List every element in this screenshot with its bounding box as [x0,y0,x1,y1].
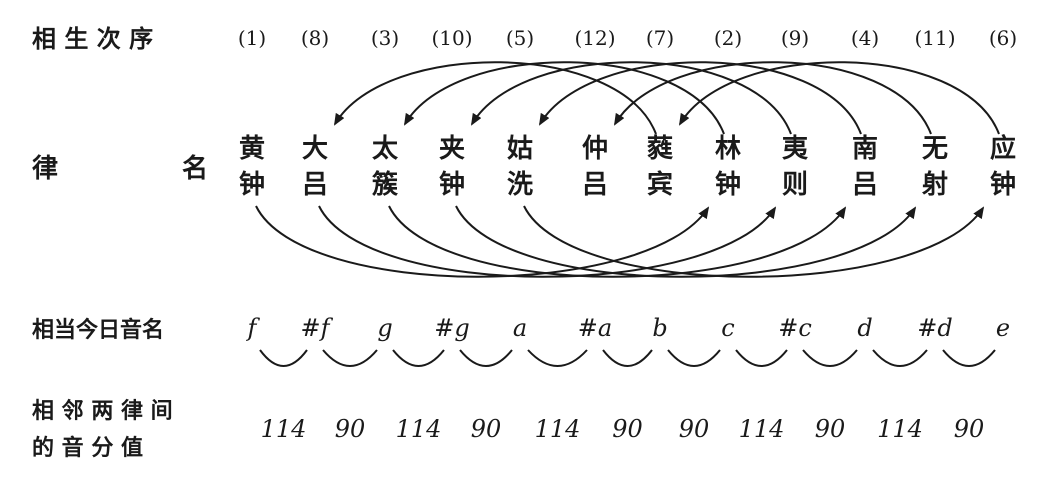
lu-name-top: 黄 [239,134,265,164]
generation-arc [523,205,985,278]
interval-slurs [259,349,996,367]
modern-note-name: a [513,314,527,342]
modern-note-name: b [652,314,667,342]
generation-arc [613,61,932,135]
lu-name-bottom: 簇 [372,169,399,200]
interval-slur [942,349,996,367]
lu-name-top: 夷 [782,134,808,164]
modern-note-name: e [996,314,1010,342]
interval-slur [667,349,721,367]
generation-arc [678,61,1000,135]
modern-note-name: #f [301,314,334,342]
modern-note-name: #d [917,314,952,342]
modern-note-name: #a [578,314,612,342]
lu-name-bottom: 钟 [439,169,465,200]
interval-slur [602,349,653,367]
generation-order-label: (6) [989,26,1017,50]
lu-name-bottom: 宾 [647,169,673,200]
lu-name-top: 无 [922,134,948,164]
name-row-label-1: 律 [32,154,58,184]
modern-note-name: #g [434,314,469,342]
lu-name-top: 南 [852,134,878,164]
lu-name-bottom: 射 [921,170,948,200]
modern-note-row-label: 相当今日音名 [32,317,164,343]
order-row-label: 相 生 次 序 [32,25,153,53]
generation-order-label: (3) [371,26,399,50]
modern-note-name: g [377,314,392,342]
interval-slur [527,349,588,367]
generation-order-label: (9) [781,26,809,50]
cents-value: 114 [739,415,785,443]
cents-value: 90 [815,415,846,443]
interval-slur [459,349,513,367]
cents-value: 114 [396,415,442,443]
generation-order-label: (12) [574,26,615,50]
lu-name-bottom: 吕 [852,170,878,200]
cents-values: 114 90 114 90 114 90 90 114 90 114 90 [261,415,985,443]
generation-order-label: (11) [914,26,955,50]
generation-arcs [255,61,1000,278]
lu-name-bottom: 吕 [582,170,608,200]
generation-order-label: (1) [238,26,266,50]
cents-value: 90 [954,415,985,443]
cents-value: 90 [471,415,502,443]
cents-value: 114 [261,415,307,443]
lu-name-top: 林 [715,134,741,164]
cents-value: 90 [612,415,643,443]
lu-name-top: 仲 [582,134,608,164]
cents-value: 90 [679,415,710,443]
cents-row-label-2: 的 音 分 值 [32,435,143,461]
lu-name-bottom: 则 [782,170,808,200]
generation-order-label: (8) [301,26,329,50]
generation-arc [333,61,657,135]
lu-name-top: 夹 [439,134,465,164]
interval-slur [259,349,308,367]
lu-name-top: 蕤 [647,134,674,164]
generation-arc [388,205,847,278]
lu-name-bottom: 吕 [302,170,328,200]
lu-name-top: 姑 [507,134,533,164]
generation-order-label: (7) [646,26,674,50]
cents-value: 114 [877,415,923,443]
name-row-label-2: 名 [182,153,208,184]
interval-slur [322,349,378,367]
lu-name-bottom: 洗 [507,170,533,200]
modern-note-name: #c [778,314,812,342]
interval-slur [802,349,858,367]
interval-slur [392,349,445,367]
generation-order-label: (5) [506,26,534,50]
generation-order-label: (10) [431,26,472,50]
generation-arc [255,205,710,278]
lu-name-top: 大 [302,134,328,164]
generation-order-label: (4) [851,26,879,50]
lu-name-top: 太 [372,134,399,164]
cents-value: 114 [535,415,581,443]
cents-value: 90 [335,415,366,443]
interval-slur [735,349,788,367]
modern-note-name: c [721,314,734,342]
cents-row-label-1: 相 邻 两 律 间 [32,398,173,424]
modern-note-name: f [246,314,261,342]
generation-order-label: (2) [714,26,742,50]
interval-slur [872,349,928,367]
lu-name-bottom: 钟 [990,169,1016,200]
lu-name-top: 应 [990,133,1016,164]
generation-arc [455,205,917,278]
lu-name-bottom: 钟 [239,169,265,200]
generation-arc [470,61,792,135]
lu-columns: (1)黄钟f(8)大吕#f(3)太簇g(10)夹钟#g(5)姑洗a(12)仲吕#… [238,26,1017,342]
generation-arc [538,61,862,135]
lu-name-bottom: 钟 [715,169,741,200]
generation-arc [318,205,777,278]
modern-note-name: d [857,314,872,342]
